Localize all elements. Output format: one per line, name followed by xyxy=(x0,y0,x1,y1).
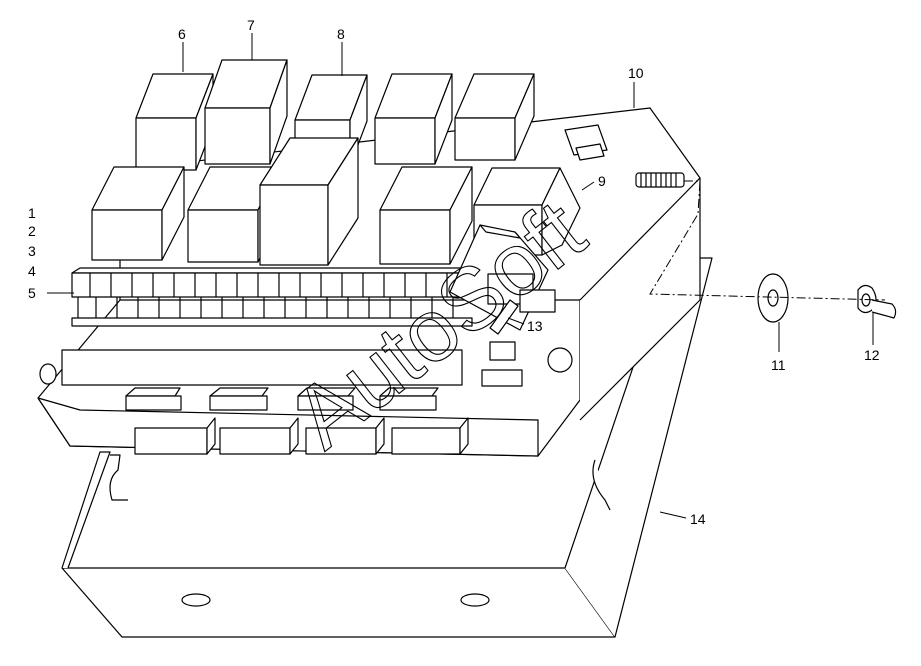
callout-11: 11 xyxy=(771,357,786,373)
callout-4: 4 xyxy=(28,263,36,279)
callout-10: 10 xyxy=(628,65,644,81)
callout-12: 12 xyxy=(864,347,880,363)
callout-5: 5 xyxy=(28,285,36,301)
round-knob xyxy=(547,347,573,373)
bracket-slot-left xyxy=(181,593,211,607)
washer xyxy=(757,273,789,323)
callout-1: 1 xyxy=(28,205,36,221)
connector-plugs xyxy=(125,387,469,455)
fuse-row xyxy=(71,267,473,327)
leader-9 xyxy=(581,181,595,191)
callout-7: 7 xyxy=(247,17,255,33)
callout-3: 3 xyxy=(28,243,36,259)
callout-14: 14 xyxy=(690,511,706,527)
bracket-slot-right xyxy=(460,593,490,607)
callout-2: 2 xyxy=(28,223,36,239)
leader-13 xyxy=(507,317,525,325)
label-strip xyxy=(61,349,463,386)
relay-back-row xyxy=(135,59,535,171)
wing-nut xyxy=(857,284,897,319)
callout-6: 6 xyxy=(178,26,186,42)
callout-9: 9 xyxy=(598,173,606,189)
callout-13: 13 xyxy=(527,318,543,334)
leader-14 xyxy=(659,511,687,519)
mounting-bracket xyxy=(61,257,713,638)
housing-window-inner xyxy=(575,143,605,161)
callout-8: 8 xyxy=(337,26,345,42)
fuse-puller xyxy=(449,224,556,387)
stud-left xyxy=(39,363,57,385)
threaded-stud xyxy=(635,172,685,188)
